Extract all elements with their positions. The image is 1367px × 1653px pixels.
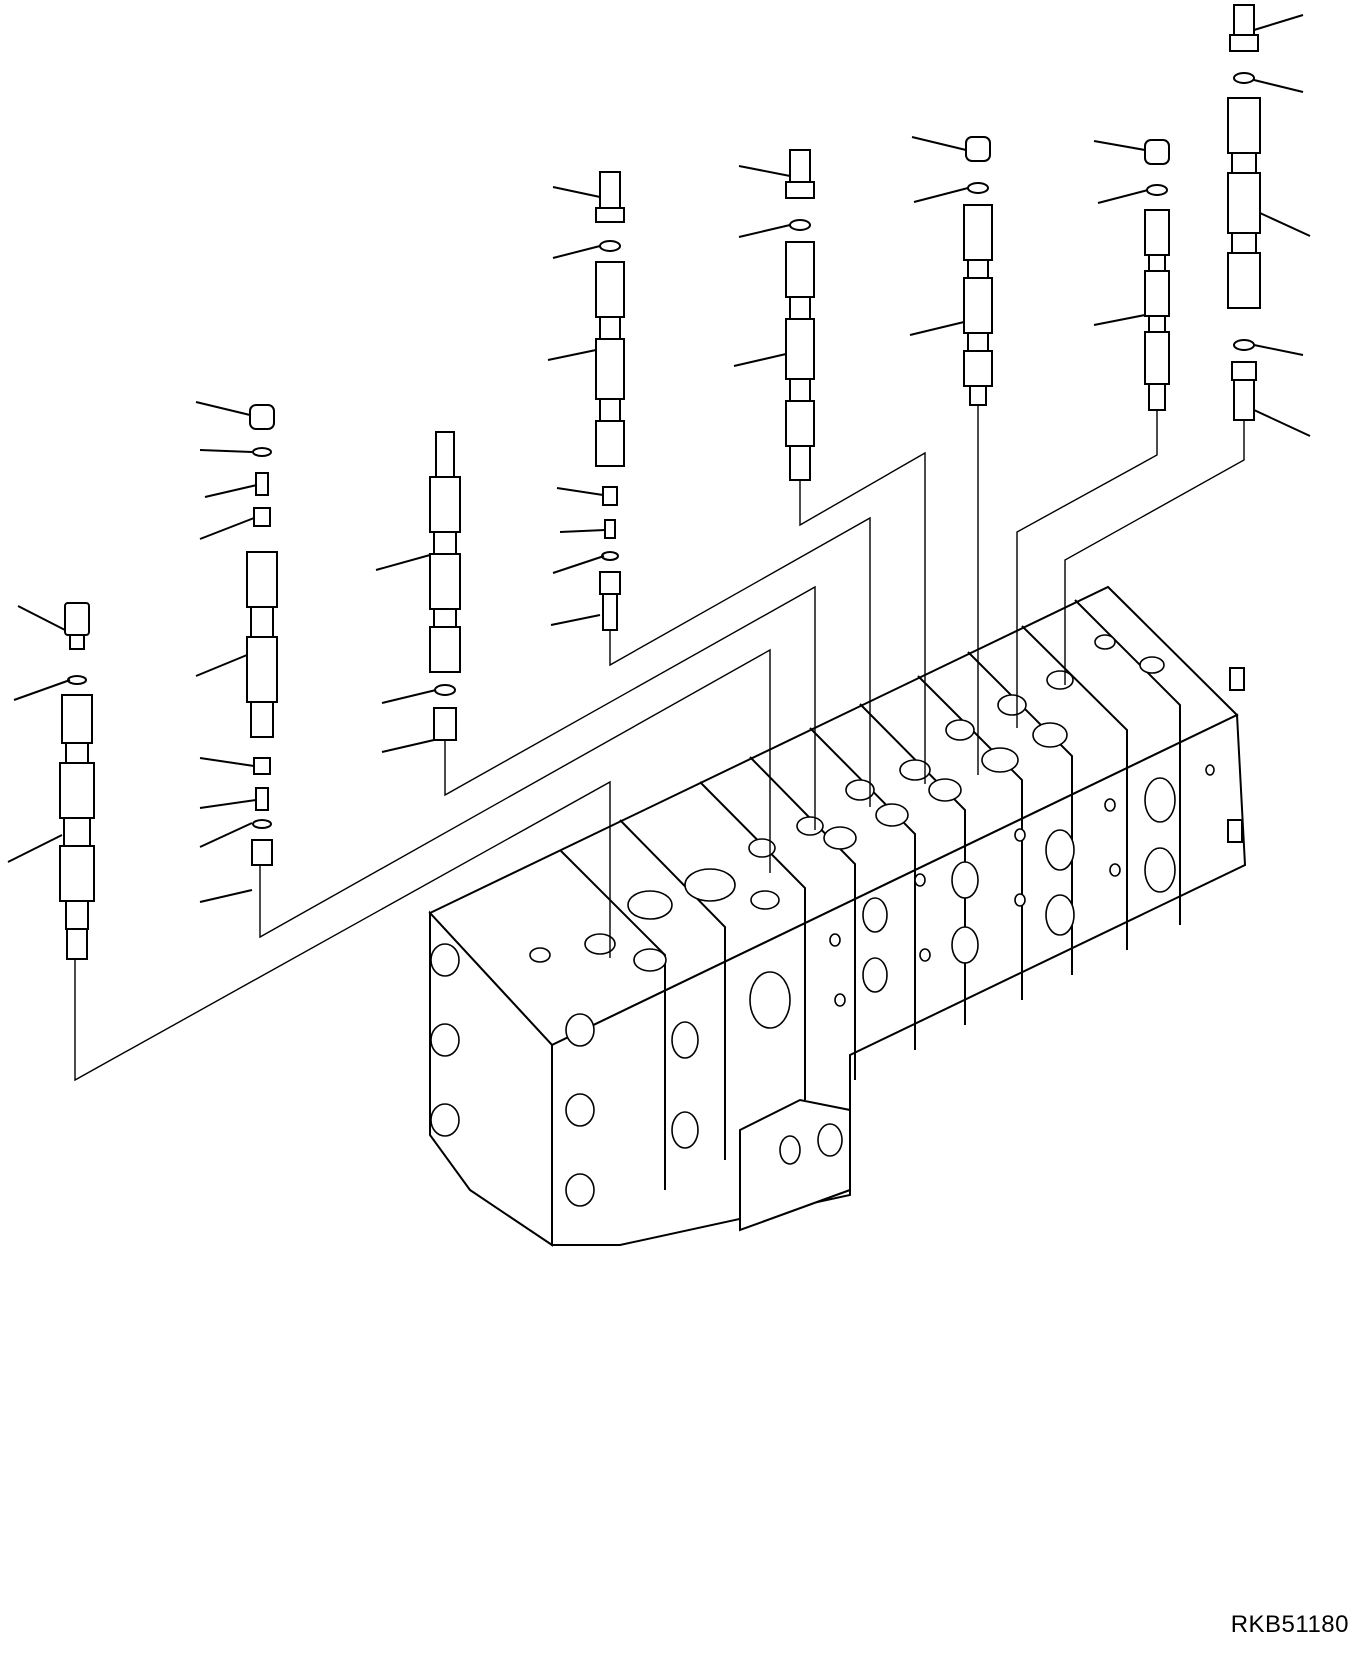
drawing-reference-code: RKB51180 [1230,1611,1349,1638]
front-ports [671,764,1215,1149]
end-cap-left [429,910,553,1247]
spool-assembly-6 [963,136,993,406]
callout-leaders [7,14,1311,903]
spool-bores [529,634,1165,972]
spool-assembly-4 [595,171,625,631]
spool-assembly-7 [1144,139,1170,411]
end-cap-bolts [430,943,595,1207]
end-stud [1229,667,1245,691]
spool-assembly-3 [429,431,461,741]
assembly-leader-lines [74,405,1245,1082]
spool-assembly-5 [785,149,815,481]
control-valve-body [428,585,1247,1247]
spool-assembly-2 [246,404,278,866]
spool-assembly-1 [59,602,95,960]
spool-assembly-8 [1227,4,1261,421]
